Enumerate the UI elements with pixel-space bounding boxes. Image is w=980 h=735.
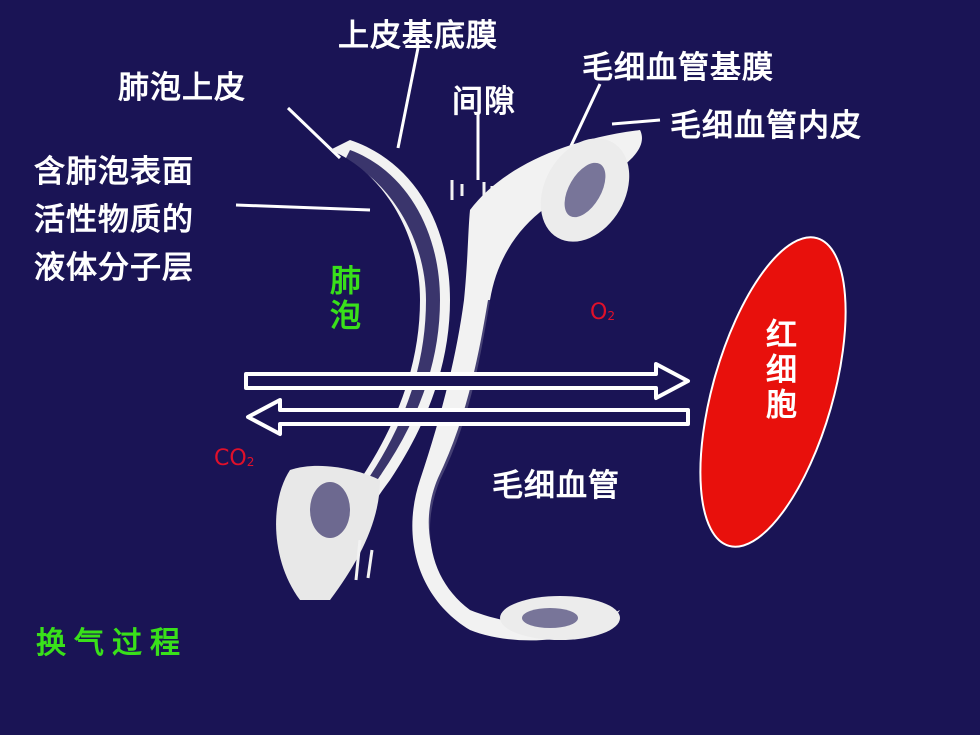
interstitial-fibre <box>354 539 362 581</box>
label-alveolar-epithelium: 肺泡上皮 <box>118 70 246 106</box>
endothelial-nucleus-top <box>564 162 606 218</box>
label-carbon-dioxide: CO2 <box>214 446 254 471</box>
endothelial-nucleus-bottom <box>522 608 578 628</box>
label-capillary-endothelium: 毛细血管内皮 <box>670 108 862 144</box>
label-basement-membrane: 上皮基底膜 <box>338 18 498 54</box>
label-surfactant-line-3: 液体分子层 <box>34 250 194 286</box>
alveolar-cell-nucleus <box>310 482 350 538</box>
capillary-wall-band <box>412 130 642 641</box>
oxygen-arrow <box>244 362 690 400</box>
label-capillary-basement-membrane: 毛细血管基膜 <box>582 50 774 86</box>
label-capillary: 毛细血管 <box>492 468 620 504</box>
leader-basement-membrane <box>396 47 420 149</box>
leader-surfactant <box>235 203 371 212</box>
label-alveolus: 肺泡 <box>324 264 360 334</box>
label-oxygen: O2 <box>590 300 615 325</box>
label-interstitial-space: 间隙 <box>452 84 516 120</box>
label-surfactant-line-2: 活性物质的 <box>34 202 194 238</box>
interstitial-fibre <box>366 549 374 579</box>
oxygen-subscript: 2 <box>607 309 616 324</box>
label-red-blood-cell: 红细胞 <box>760 318 796 423</box>
carbon-dioxide-subscript: 2 <box>246 455 255 470</box>
caption-gas-exchange: 换气过程 <box>36 626 188 661</box>
oxygen-symbol: O <box>590 300 608 325</box>
carbon-dioxide-symbol: CO <box>214 446 247 471</box>
carbon-dioxide-arrow <box>246 398 690 436</box>
red-blood-cell-shape <box>699 236 847 548</box>
label-surfactant-line-1: 含肺泡表面 <box>34 154 194 190</box>
leader-capillary-endothelium <box>611 118 661 126</box>
leader-capillary-basement <box>568 83 602 149</box>
